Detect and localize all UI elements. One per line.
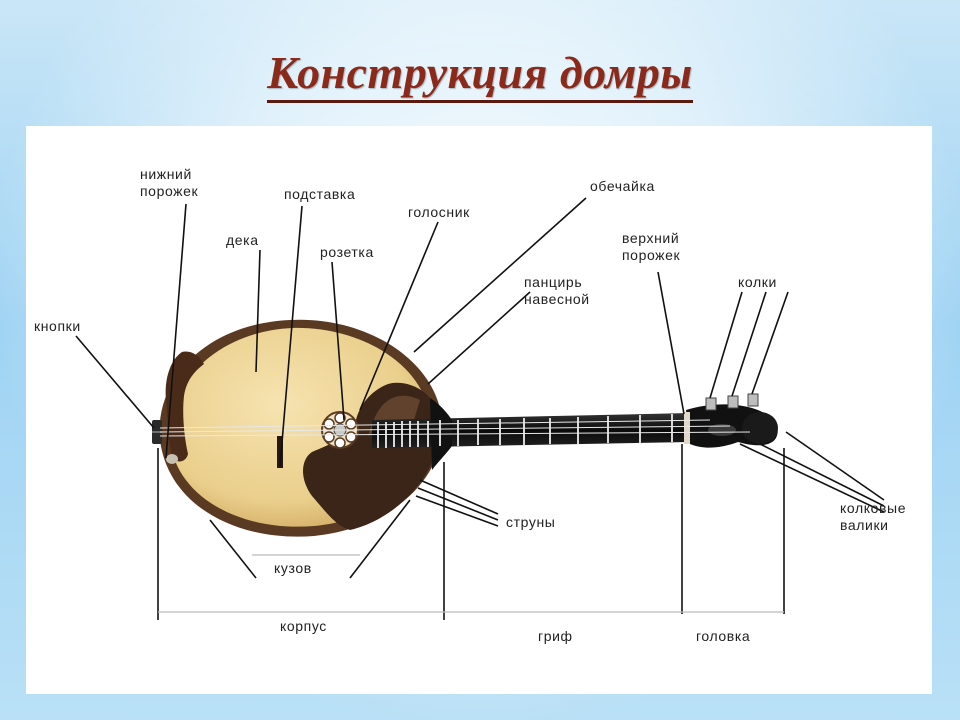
- label-podstavka: подставка: [284, 186, 356, 202]
- leader-kolki-2: [731, 291, 767, 397]
- tuning-peg-3: [747, 393, 759, 407]
- lower-nut: [165, 351, 204, 462]
- label-kuzov: кузов: [274, 560, 312, 576]
- domra-head: [684, 393, 778, 448]
- bridge: [277, 436, 283, 468]
- leader-lines: [75, 197, 885, 620]
- leader-kuzov-2: [349, 499, 411, 579]
- leader-verkhniy-porozhek: [657, 271, 685, 415]
- label-korpus: корпус: [280, 618, 327, 634]
- tuning-peg-1: [705, 397, 717, 411]
- leader-nizhniy-porozhek: [165, 203, 187, 459]
- leader-struny-1: [419, 479, 499, 515]
- leader-deka: [255, 249, 261, 373]
- label-deka: дека: [226, 232, 259, 248]
- upper-nut: [684, 412, 690, 444]
- leader-rozetka: [331, 261, 345, 421]
- leader-pantsir: [427, 291, 531, 385]
- leader-valiki-2: [759, 443, 885, 507]
- label-knopki: кнопки: [34, 318, 81, 334]
- leader-golosnik: [359, 221, 439, 411]
- label-struny: струны: [506, 514, 556, 530]
- leader-struny-2: [417, 487, 499, 521]
- label-rozetka: розетка: [320, 244, 374, 260]
- page-title: Конструкция домры: [0, 46, 960, 103]
- dimension-rules: [158, 554, 784, 613]
- leader-knopki: [75, 335, 155, 429]
- leader-kuzov-1: [209, 519, 257, 579]
- head-scroll-highlight: [708, 424, 736, 436]
- label-grif: гриф: [538, 628, 573, 644]
- label-obechayka: обечайка: [590, 178, 655, 194]
- leader-obechayka: [413, 197, 587, 353]
- leader-kolki-3: [751, 291, 789, 395]
- head-scroll: [742, 412, 778, 444]
- lower-nut-button: [166, 454, 178, 464]
- leader-valiki-3: [739, 443, 885, 513]
- label-golovka: головка: [696, 628, 751, 644]
- tuning-peg-2: [727, 395, 739, 409]
- label-golosnik: голосник: [408, 204, 470, 220]
- leader-valiki-1: [785, 431, 885, 501]
- leader-kolki-1: [709, 291, 743, 399]
- leader-struny-3: [415, 495, 499, 527]
- leader-podstavka: [279, 205, 303, 467]
- label-kolki: колки: [738, 274, 777, 290]
- strings: [159, 419, 751, 437]
